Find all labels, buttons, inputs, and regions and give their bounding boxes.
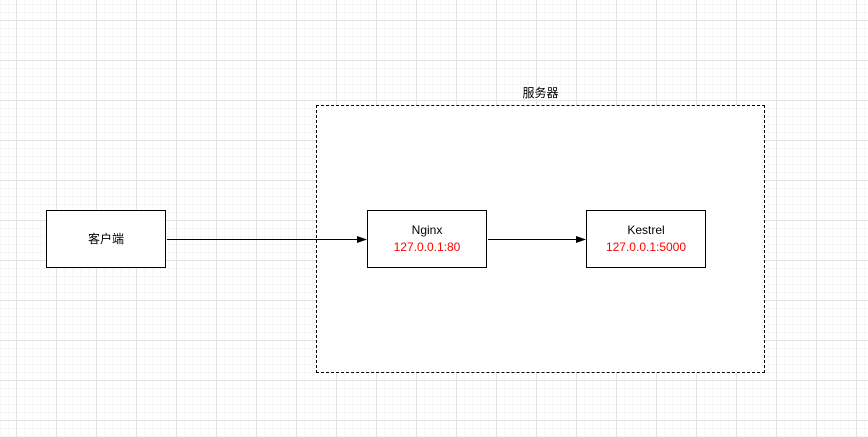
node-nginx-address: 127.0.0.1:80 (393, 240, 461, 254)
node-nginx-label: Nginx (411, 223, 443, 237)
node-kestrel[interactable]: Kestrel 127.0.0.1:5000 (586, 210, 706, 268)
node-kestrel-address: 127.0.0.1:5000 (605, 240, 687, 254)
node-nginx[interactable]: Nginx 127.0.0.1:80 (367, 210, 487, 268)
node-client-label: 客户端 (87, 231, 124, 246)
node-kestrel-label: Kestrel (627, 223, 665, 237)
node-client[interactable]: 客户端 (46, 210, 166, 268)
server-container-label: 服务器 (522, 86, 559, 100)
